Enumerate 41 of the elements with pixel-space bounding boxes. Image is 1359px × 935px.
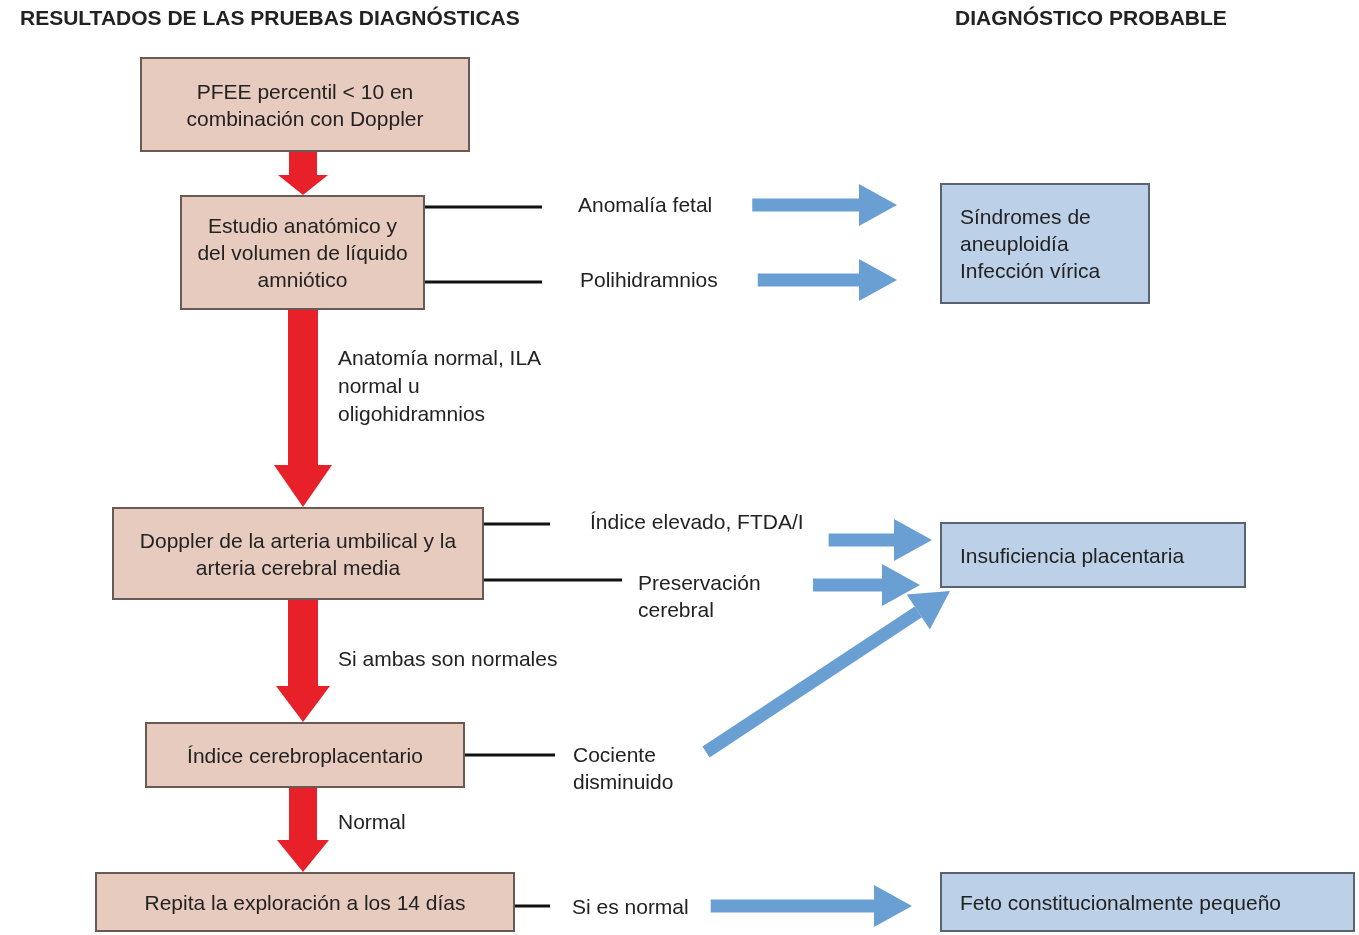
- box-text: Síndromes de aneuploidía: [960, 204, 1092, 257]
- box-text: PFEE percentil < 10 en combinación con Doppler: [185, 78, 425, 132]
- connector-line: [515, 904, 550, 908]
- box-text: Doppler de la arteria umbilical y la arteria cerebral media: [138, 527, 458, 581]
- finding-text: Si es normal: [572, 893, 689, 920]
- box-text: Índice cerebroplacentario: [187, 742, 423, 769]
- column-heading: RESULTADOS DE LAS PRUEBAS DIAGNÓSTICAS: [20, 6, 520, 30]
- process-box: [145, 722, 465, 788]
- finding-text: Preservación cerebral: [638, 569, 788, 623]
- finding-text: Índice elevado, FTDA/I: [590, 508, 804, 535]
- connector-line: [425, 205, 542, 209]
- box-text: Estudio anatómico y del volumen de líquido amniótico: [196, 213, 409, 293]
- finding-text: Cociente disminuido: [573, 741, 698, 795]
- connector-line: [484, 578, 622, 582]
- diagnosis-box: [940, 872, 1355, 932]
- connector-line: [425, 280, 542, 284]
- diagnosis-box: [940, 522, 1246, 588]
- arrow: [276, 600, 330, 722]
- arrow: [277, 788, 329, 872]
- process-box: [95, 872, 515, 932]
- box-text: Repita la exploración a los 14 días: [144, 889, 466, 916]
- arrow: [702, 591, 950, 758]
- arrow: [752, 184, 897, 226]
- process-box: [140, 57, 470, 152]
- arrow: [278, 152, 328, 195]
- arrow: [274, 310, 332, 507]
- arrow: [828, 519, 932, 561]
- arrow: [813, 564, 920, 606]
- column-heading: DIAGNÓSTICO PROBABLE: [955, 6, 1227, 30]
- diagnosis-box: [940, 183, 1150, 304]
- connector-line: [465, 753, 555, 757]
- arrow: [757, 259, 897, 301]
- box-text: Infección vírica: [960, 258, 1101, 284]
- arrow: [710, 885, 912, 927]
- connector-line: [484, 522, 550, 526]
- box-text: Insuficiencia placentaria: [960, 542, 1185, 569]
- process-box: [112, 507, 484, 600]
- box-text: Feto constitucionalmente pequeño: [960, 889, 1282, 916]
- process-box: [180, 195, 425, 310]
- finding-text: Polihidramnios: [580, 266, 718, 293]
- finding-text: Anomalía fetal: [578, 191, 713, 218]
